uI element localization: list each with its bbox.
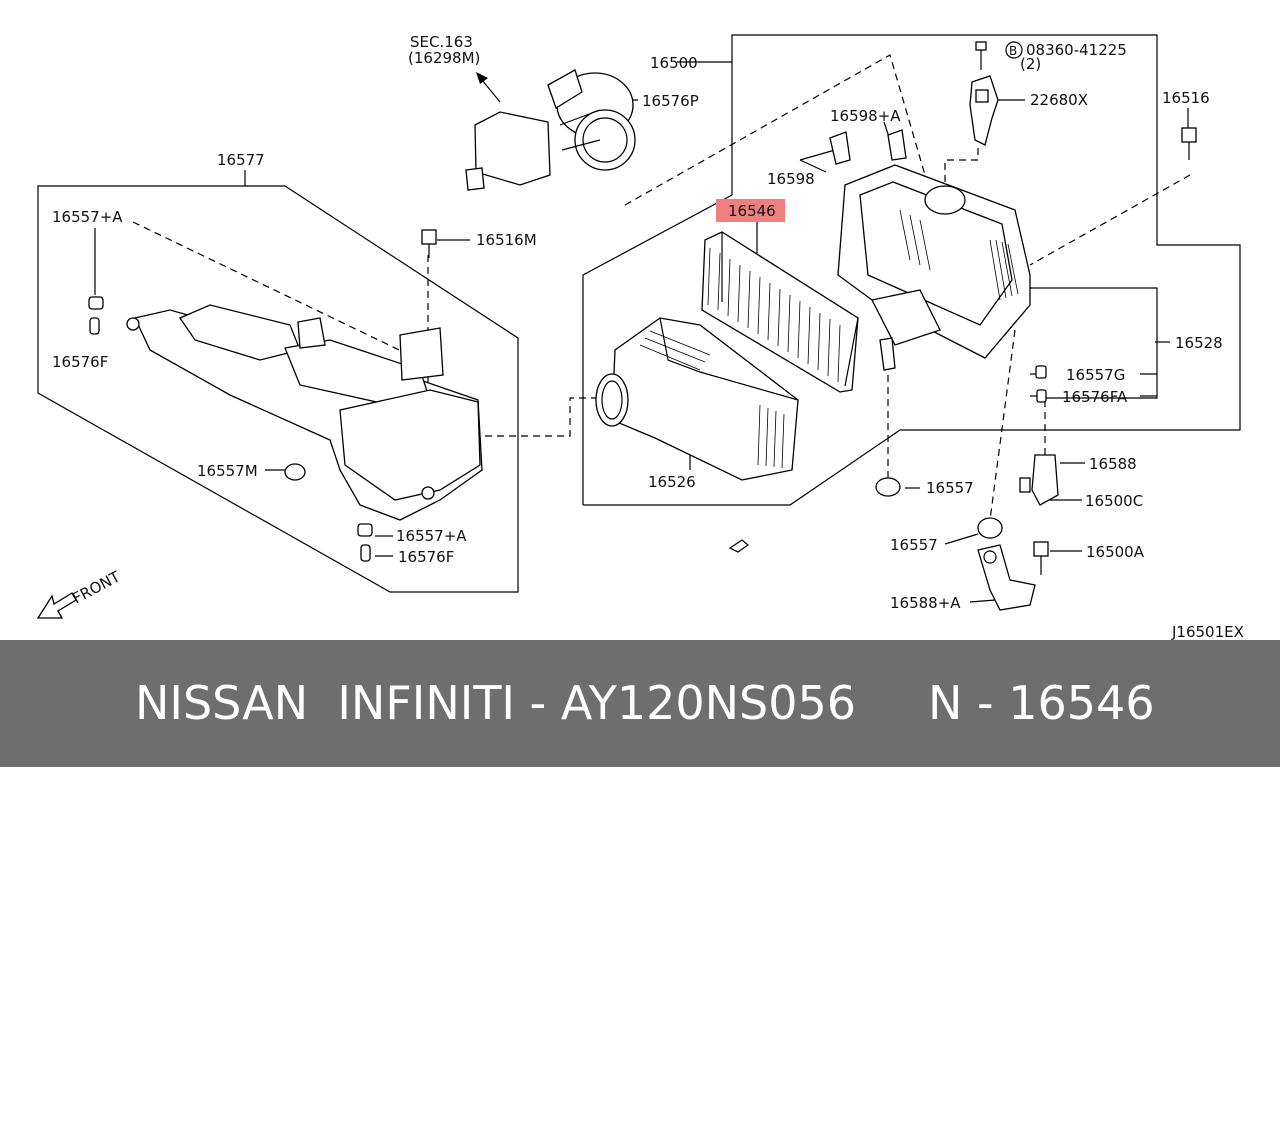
- part-air-duct-16577: [126, 304, 483, 521]
- label-08360-qty: (2): [1020, 55, 1041, 73]
- part-bracket-16598: [829, 129, 907, 165]
- label-16576F-left: 16576F: [52, 353, 108, 371]
- front-arrow-icon: [36, 592, 77, 619]
- label-16557-b: 16557: [890, 536, 938, 554]
- part-bracket-16588: [1031, 454, 1059, 506]
- group-outline-16500: [582, 34, 1241, 506]
- label-16576F-bottom: 16576F: [398, 548, 454, 566]
- label-16576P: 16576P: [642, 92, 699, 110]
- label-16598A: 16598+A: [830, 107, 901, 125]
- assembly-line-bottom-right: [989, 329, 1016, 521]
- part-grommet-16557A-bottom: [357, 523, 373, 537]
- parts-diagram: SEC.163 (16298M) 16500 16576P B 08360-41…: [36, 33, 1244, 640]
- assembly-line-sensor: [944, 148, 979, 195]
- part-clip-small: [728, 539, 749, 553]
- label-16588: 16588: [1089, 455, 1137, 473]
- label-16557A-left: 16557+A: [52, 208, 123, 226]
- label-16526: 16526: [648, 473, 696, 491]
- part-grommet-16557G: [1035, 365, 1047, 379]
- part-bolt-16500A: [1033, 541, 1049, 575]
- banner-text: NISSAN INFINITI - AY120NS056 N - 16546: [0, 640, 1280, 767]
- part-lower-case-ribs: [639, 330, 785, 469]
- part-grommet-16557M: [284, 463, 306, 481]
- label-16516: 16516: [1162, 89, 1210, 107]
- drawing-code: J16501EX: [1171, 623, 1244, 640]
- part-grommet-16557-b: [977, 517, 1003, 539]
- assembly-line-maf: [624, 54, 926, 206]
- part-bracket-16588A: [977, 544, 1036, 611]
- label-bolt-symbol: B: [1009, 44, 1017, 58]
- bolt-symbol-icon: [1005, 41, 1023, 59]
- sec-ref-arrow: [476, 72, 501, 103]
- part-maf-housing: [465, 69, 636, 191]
- label-16516M: 16516M: [476, 231, 537, 249]
- group-outline-16528: [1030, 287, 1158, 399]
- banner-brand-part: NISSAN INFINITI - AY120NS056: [135, 676, 857, 730]
- banner-oem-number: N - 16546: [928, 676, 1155, 730]
- assembly-line-duct: [485, 397, 600, 437]
- label-16598: 16598: [767, 170, 815, 188]
- label-16588A: 16588+A: [890, 594, 961, 612]
- label-16557M: 16557M: [197, 462, 258, 480]
- label-22680X: 22680X: [1030, 91, 1088, 109]
- label-16528: 16528: [1175, 334, 1223, 352]
- label-16577: 16577: [217, 151, 265, 169]
- part-grommet-16557-a: [875, 477, 901, 497]
- label-front: FRONT: [69, 567, 123, 607]
- part-bolt-16516M: [421, 229, 437, 258]
- group-outline-16577: [37, 185, 519, 593]
- label-sec-ref-2: (16298M): [408, 49, 480, 67]
- part-grommet-16557A-top: [88, 296, 104, 310]
- part-number-banner: NISSAN INFINITI - AY120NS056 N - 16546: [0, 640, 1280, 767]
- part-bolt-16516: [1181, 127, 1197, 160]
- part-bolt-08360: [975, 41, 987, 70]
- label-16500A: 16500A: [1086, 543, 1145, 561]
- part-sensor-22680X: [969, 75, 999, 146]
- part-air-cleaner-lower-case-16526: [595, 317, 799, 481]
- label-sec-ref-1: SEC.163: [410, 33, 473, 51]
- label-08360-41225: 08360-41225: [1026, 41, 1127, 59]
- part-filter-pleats: [707, 247, 841, 383]
- assembly-line-16516: [1029, 174, 1191, 266]
- label-16546: 16546: [728, 202, 776, 220]
- part-pin-16576FA: [1036, 389, 1047, 403]
- part-bolt-16500C: [1019, 477, 1031, 493]
- assembly-line-left: [132, 221, 421, 361]
- label-16557-a: 16557: [926, 479, 974, 497]
- label-16557G: 16557G: [1066, 366, 1125, 384]
- label-16500: 16500: [650, 54, 698, 72]
- part-air-cleaner-upper-case-16528: [837, 164, 1031, 371]
- part-upper-case-ribs: [899, 209, 1019, 301]
- highlight-16546: [716, 199, 785, 222]
- part-pin-16576F-top: [89, 317, 100, 335]
- part-pin-16576F-bottom: [360, 544, 371, 562]
- label-16576FA: 16576FA: [1062, 388, 1128, 406]
- label-16500C: 16500C: [1085, 492, 1143, 510]
- label-16557A-bottom: 16557+A: [396, 527, 467, 545]
